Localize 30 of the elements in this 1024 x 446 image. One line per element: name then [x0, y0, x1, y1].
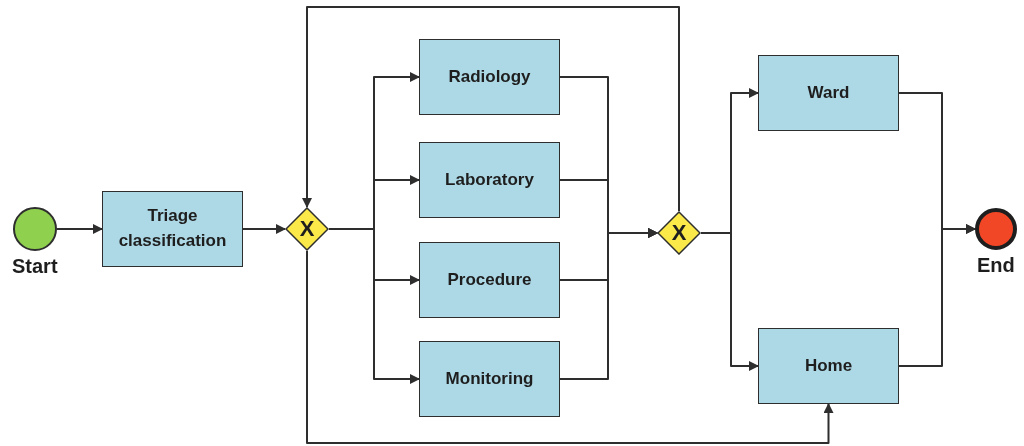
process-box: [758, 55, 899, 131]
arrow: [559, 228, 658, 380]
gateway-symbol: X: [671, 220, 687, 246]
process-box: [419, 242, 560, 318]
arrow: [898, 224, 976, 367]
process-box: [419, 142, 560, 218]
process-box: [419, 341, 560, 417]
arrow: [56, 224, 103, 234]
arrow: [242, 224, 286, 234]
node-label: Home: [804, 354, 853, 377]
gateway-diamond: [657, 211, 701, 255]
event-label: Start: [12, 255, 58, 278]
node-label: Monitoring: [445, 367, 534, 390]
gateway-diamond: [285, 207, 329, 251]
process-box: [758, 328, 899, 404]
end-event-circle: [975, 208, 1017, 250]
node-label: Laboratory: [445, 168, 534, 191]
start-event-circle: [13, 207, 57, 251]
node-label: Triage classification: [117, 205, 228, 252]
process-box: [102, 191, 243, 267]
arrow: [700, 232, 759, 371]
event-label: End: [977, 254, 1015, 277]
node-label: Radiology: [448, 65, 531, 88]
arrow: [306, 250, 834, 444]
arrow: [328, 228, 420, 384]
arrow: [302, 6, 680, 212]
process-box: [419, 39, 560, 115]
gateway-symbol: X: [299, 216, 315, 242]
node-label: Procedure: [447, 268, 532, 291]
node-label: Ward: [807, 81, 850, 104]
